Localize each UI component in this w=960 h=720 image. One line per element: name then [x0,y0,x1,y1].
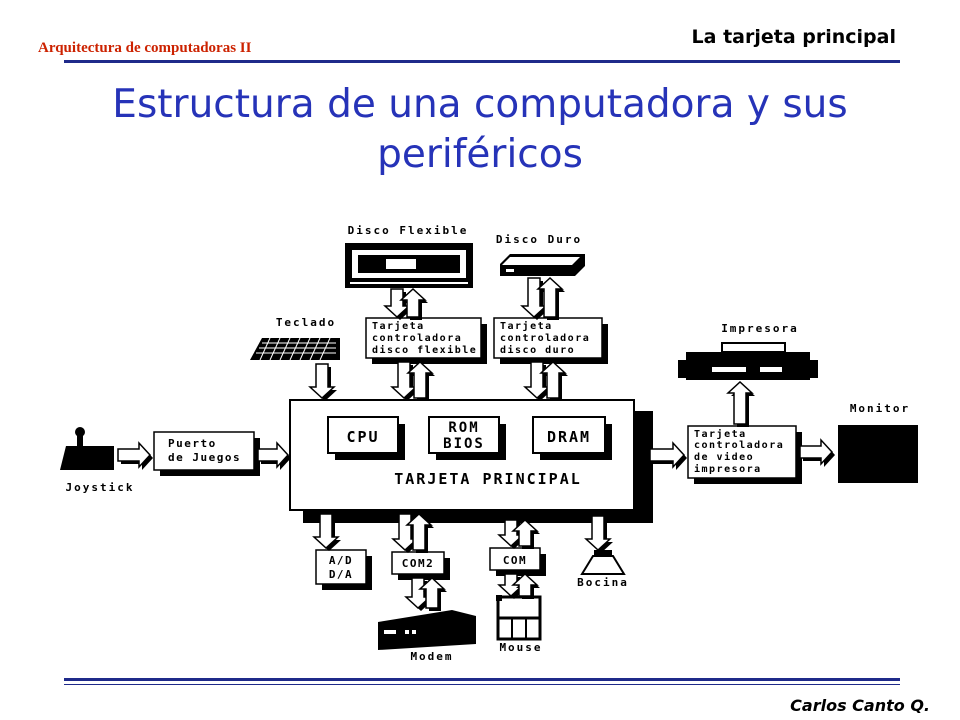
video-ctrl-l3: de video [694,451,754,463]
modem-com2-arrow-up [418,576,446,609]
printer-arrow [726,380,754,425]
floppy-arrow-up [399,287,427,318]
hdd-label: Disco Duro [496,233,582,246]
course-name: Arquitectura de computadoras II [38,40,252,56]
cpu-chip: CPU [327,416,405,460]
hdd-ctrl-l3: disco duro [500,344,575,356]
keyboard-label: Teclado [276,316,336,329]
video-controller-card: Tarjeta controladora de video impresora [687,425,802,484]
ad-board-arrow [312,513,340,550]
footer-rule-thin [64,684,900,685]
com-label: COM [503,554,527,567]
gameport-board-arrow [257,441,290,469]
hdd-arrow-up [536,276,564,318]
cpu-label: CPU [346,428,379,446]
joystick-arrow [117,441,152,469]
section-title: La tarjeta principal [691,26,896,48]
page-title: Estructura de una computadora y sus peri… [112,82,848,177]
modem-label: Modem [410,650,453,663]
monitor: Monitor [838,402,918,483]
com-board-arrow-up [511,518,539,547]
floppy-arrow-down [383,288,411,319]
floppy-board-arrow-up [406,360,434,399]
author-name: Carlos Canto Q. [790,696,930,715]
mouse: Mouse [496,595,542,654]
video-ctrl-l1: Tarjeta [694,428,747,440]
rom-bios-chip: ROM BIOS [428,416,506,460]
main-board-label: TARJETA PRINCIPAL [394,470,582,488]
footer-rule [64,678,900,681]
com2-label: COM2 [402,557,435,570]
video-monitor-arrow [799,438,834,466]
floppy-ctrl-l1: Tarjeta [372,320,425,332]
hdd-ctrl-l1: Tarjeta [500,320,553,332]
floppy-label: Disco Flexible [348,224,469,237]
printer: Impresora [678,322,818,380]
connection-arrows [117,276,835,611]
joystick-label: Joystick [66,481,135,494]
monitor-label: Monitor [850,402,910,415]
floppy-controller-card: Tarjeta controladora disco flexible [365,317,487,364]
dram-label: DRAM [547,428,591,446]
mouse-com-arrow-down [497,573,525,598]
com2-port: COM2 [391,551,450,580]
joystick: Joystick [60,427,135,494]
mouse-com-arrow-up [511,572,539,597]
com-port: COM [489,547,546,576]
game-port-card: Puerto de Juegos [153,431,260,476]
game-port-l2: de Juegos [168,451,241,464]
speaker: Bocina [577,550,629,589]
mouse-label: Mouse [499,641,542,654]
floppy-ctrl-l2: controladora [372,333,462,344]
keyboard-arrow [308,363,336,400]
keyboard: Teclado [250,316,340,361]
game-port-l1: Puerto [168,437,217,450]
floppy-drive: Disco Flexible [345,224,473,288]
board-video-arrow [649,441,686,469]
ad-label: A/D [329,554,353,567]
da-label: D/A [329,568,353,581]
printer-label: Impresora [721,322,799,335]
hdd-controller-card: Tarjeta controladora disco duro [493,317,608,364]
video-ctrl-l4: impresora [694,463,762,475]
floppy-ctrl-l3: disco flexible [372,344,477,356]
header-rule [64,60,900,63]
modem: Modem [378,610,476,663]
hard-disk: Disco Duro [496,233,585,276]
speaker-arrow [584,515,612,552]
hdd-ctrl-l2: controladora [500,333,590,344]
video-ctrl-l2: controladora [694,440,784,451]
bios-label: BIOS [443,436,485,452]
com2-board-arrow-up [405,512,433,551]
ad-da-card: A/D D/A [315,549,372,590]
speaker-label: Bocina [577,576,629,589]
rom-label: ROM [448,420,479,436]
hdd-board-arrow-up [539,360,567,399]
dram-chip: DRAM [532,416,612,460]
